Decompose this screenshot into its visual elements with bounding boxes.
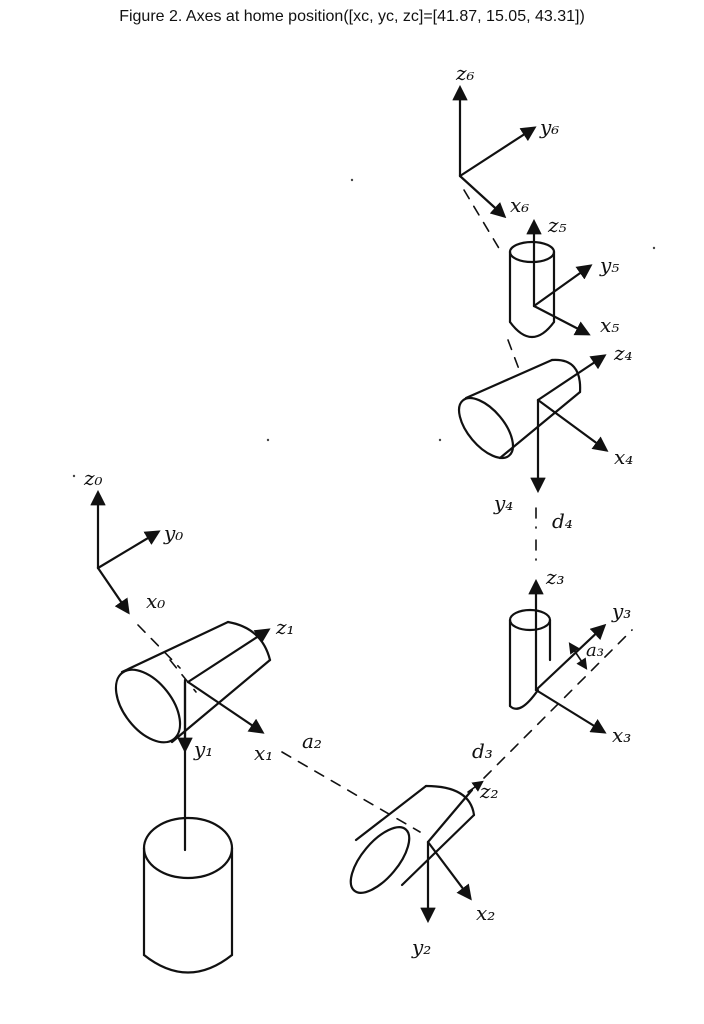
label-a3: a₃ — [586, 640, 604, 661]
label-z5: z₅ — [547, 213, 567, 237]
label-y3: y₃ — [611, 599, 631, 623]
label-z6: z₆ — [455, 61, 475, 85]
label-x4: x₄ — [614, 445, 633, 469]
label-y4: y₄ — [493, 491, 513, 515]
label-z1: z₁ — [275, 615, 295, 639]
frame-0-axes: z₀ y₀ x₀ — [83, 466, 183, 669]
base-cylinder — [142, 678, 234, 974]
label-y5: y₅ — [599, 253, 619, 277]
figure-caption: Figure 2. Axes at home position([xc, yc,… — [119, 8, 585, 25]
label-d3: d₃ — [472, 739, 493, 763]
label-x6: x₆ — [510, 193, 529, 217]
label-x3: x₃ — [612, 723, 631, 747]
label-x1: x₁ — [254, 741, 273, 765]
label-z0: z₀ — [83, 466, 103, 490]
frame-6-axes: z₆ y₆ x₆ — [452, 61, 559, 251]
joint-4-cylinder: y₄ z₄ x₄ — [457, 341, 633, 515]
label-z4: z₄ — [613, 341, 633, 365]
joint-3-cylinder: z₃ y₃ a₃ x₃ — [508, 539, 631, 747]
label-x0: x₀ — [146, 589, 165, 613]
label-a2: a₂ — [302, 729, 322, 753]
label-x5: x₅ — [600, 313, 619, 337]
link-a2: a₂ — [281, 729, 421, 833]
joint-2-cylinder: y₂ x₂ z₂ — [349, 779, 499, 959]
label-z2: z₂ — [479, 779, 499, 803]
label-y2: y₂ — [411, 935, 431, 959]
label-y1: y₁ — [193, 737, 213, 761]
joint-1-cylinder: z₁ y₁ x₁ — [114, 615, 295, 765]
link-d4: d₄ — [535, 507, 573, 533]
label-x2: x₂ — [476, 901, 495, 925]
label-d4: d₄ — [552, 509, 573, 533]
joint-5-cylinder: z₅ y₅ x₅ — [507, 213, 619, 373]
label-y6: y₆ — [539, 115, 559, 139]
label-y0: y₀ — [163, 521, 183, 545]
link-d3: d₃ — [472, 629, 633, 779]
label-z3: z₃ — [545, 565, 565, 589]
background-dots — [72, 178, 656, 478]
